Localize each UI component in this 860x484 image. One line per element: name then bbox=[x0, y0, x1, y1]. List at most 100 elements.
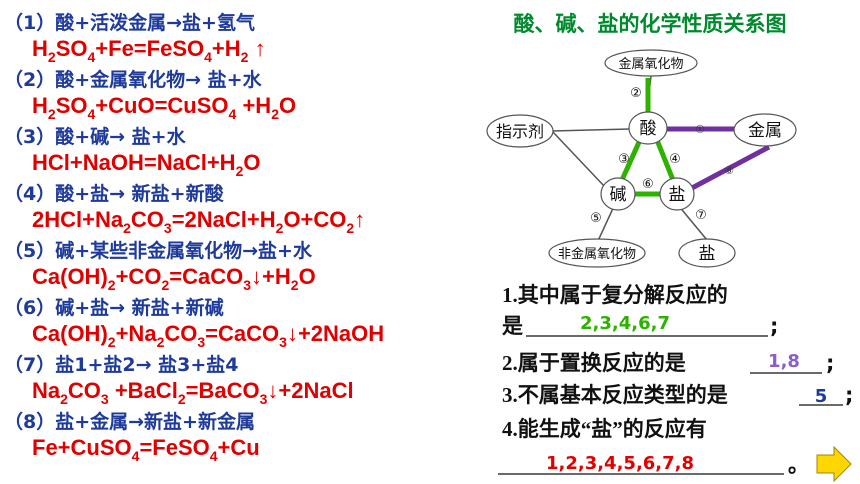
equation-part: +H bbox=[212, 36, 241, 61]
next-arrow-icon[interactable] bbox=[816, 445, 852, 483]
edge-indicator-base bbox=[551, 130, 606, 188]
equation-part: O bbox=[299, 264, 316, 289]
equation-part: Ca(OH) bbox=[32, 264, 108, 289]
q3-answer: 5 bbox=[815, 386, 828, 407]
equation-subscript: 2 bbox=[276, 220, 284, 236]
equation-part: ↑ bbox=[248, 36, 265, 61]
node-nonmetal-oxide-label: 非金属氧化物 bbox=[558, 246, 636, 262]
reaction-label-1: （1）酸+活泼金属→盐+氢气 bbox=[4, 11, 255, 34]
equation-subscript: 4 bbox=[87, 49, 95, 65]
q2-end: ; bbox=[826, 351, 834, 375]
edge-salt-salt bbox=[677, 204, 708, 241]
equation-subscript: 4 bbox=[87, 106, 95, 122]
reaction-equation-5: Ca(OH)2+CO2=CaCO3↓+H2O bbox=[32, 264, 316, 293]
relationship-diagram: 金属氧化物 指示剂 酸 金属 碱 盐 非金属氧化物 盐 ② ① ③ ④ ⑥ ⑧ … bbox=[486, 49, 797, 268]
node-base-label: 碱 bbox=[610, 185, 627, 205]
equation-subscript: 4 bbox=[132, 448, 140, 464]
edge-label-8: ⑧ bbox=[724, 164, 734, 177]
equation-part: +CO bbox=[116, 264, 162, 289]
edge-salt-metal bbox=[690, 144, 771, 191]
q2-text: 2.属于置换反应的是 bbox=[502, 351, 686, 375]
node-salt bbox=[659, 177, 695, 211]
equation-part: CO bbox=[68, 378, 101, 403]
node-base bbox=[600, 177, 636, 211]
q4-text: 4.能生成“盐”的反应有 bbox=[502, 417, 707, 441]
reaction-equation-6: Ca(OH)2+Na2CO3=CaCO3↓+2NaOH bbox=[32, 321, 384, 350]
equation-subscript: 3 bbox=[164, 220, 172, 236]
equation-part: ↓+H bbox=[251, 264, 291, 289]
node-metal-oxide-label: 金属氧化物 bbox=[618, 56, 683, 72]
equation-part: Ca(OH) bbox=[32, 321, 108, 346]
edge-label-5: ⑤ bbox=[590, 211, 602, 226]
equation-part: SO bbox=[56, 36, 88, 61]
reaction-label-2: （2）酸+金属氧化物→ 盐+水 bbox=[4, 68, 263, 91]
equation-part: =FeSO bbox=[139, 435, 209, 460]
equation-part: Fe+CuSO bbox=[32, 435, 132, 460]
node-acid-label: 酸 bbox=[640, 119, 657, 139]
edge-base-nonmetal-oxide bbox=[596, 203, 616, 244]
equation-part: O bbox=[243, 150, 260, 175]
node-salt-bottom-label: 盐 bbox=[699, 244, 716, 264]
equation-subscript: 2 bbox=[157, 334, 165, 350]
equation-subscript: 2 bbox=[346, 220, 354, 236]
equation-subscript: 4 bbox=[210, 448, 218, 464]
equation-part: +Fe=FeSO bbox=[95, 36, 204, 61]
q1-answer: 2,3,4,6,7 bbox=[580, 313, 670, 334]
reaction-equation-4: 2HCl+Na2CO3=2NaCl+H2O+CO2↑ bbox=[32, 207, 365, 236]
equation-subscript: 2 bbox=[60, 391, 68, 407]
q1-prefix: 是 bbox=[502, 314, 523, 338]
equation-part: +Na bbox=[116, 321, 158, 346]
edge-acid-salt bbox=[654, 139, 676, 181]
equation-part: O+CO bbox=[283, 207, 346, 232]
equation-subscript: 4 bbox=[229, 106, 237, 122]
equation-subscript: 2 bbox=[178, 391, 186, 407]
equation-part: +Cu bbox=[218, 435, 260, 460]
node-salt-bottom bbox=[678, 238, 736, 268]
equation-part: +BaCl bbox=[109, 378, 178, 403]
equation-part: +H bbox=[236, 93, 271, 118]
equation-subscript: 2 bbox=[123, 220, 131, 236]
q1-end: ; bbox=[770, 314, 778, 338]
equation-part: H bbox=[32, 93, 48, 118]
q2-answer: 1,8 bbox=[768, 351, 800, 372]
equation-subscript: 3 bbox=[243, 277, 251, 293]
node-metal bbox=[733, 113, 797, 147]
reaction-label-4: （4）酸+盐→ 新盐+新酸 bbox=[4, 182, 225, 205]
edge-label-1: ① bbox=[695, 123, 705, 136]
equation-part: HCl+NaOH=NaCl+H bbox=[32, 150, 236, 175]
reaction-label-5: （5）碱+某些非金属氧化物→盐+水 bbox=[4, 239, 313, 262]
equation-part: O bbox=[279, 93, 296, 118]
node-metal-oxide bbox=[604, 49, 698, 77]
q4-end: 。 bbox=[788, 453, 809, 477]
node-salt-label: 盐 bbox=[669, 185, 686, 205]
reaction-label-8: （8）盐+金属→新盐+新金属 bbox=[4, 410, 255, 433]
equation-part: H bbox=[32, 36, 48, 61]
q3-end: ; bbox=[845, 383, 853, 407]
equation-subscript: 3 bbox=[197, 334, 205, 350]
equation-part: ↑ bbox=[354, 207, 365, 232]
equation-subscript: 2 bbox=[161, 277, 169, 293]
reaction-equation-2: H2SO4+CuO=CuSO4 +H2O bbox=[32, 93, 296, 122]
reaction-equation-8: Fe+CuSO4=FeSO4+Cu bbox=[32, 435, 260, 464]
edge-label-7: ⑦ bbox=[695, 208, 707, 223]
reaction-equation-3: HCl+NaOH=NaCl+H2O bbox=[32, 150, 261, 179]
equation-subscript: 2 bbox=[108, 277, 116, 293]
equation-subscript: 3 bbox=[101, 391, 109, 407]
q3-text: 3.不属基本反应类型的是 bbox=[502, 383, 728, 407]
equation-part: =CaCO bbox=[205, 321, 279, 346]
equation-subscript: 4 bbox=[204, 49, 212, 65]
edge-label-4: ④ bbox=[669, 152, 681, 167]
equation-part: =CaCO bbox=[169, 264, 243, 289]
diagram-title: 酸、碱、盐的化学性质关系图 bbox=[514, 12, 787, 36]
node-nonmetal-oxide bbox=[548, 238, 646, 268]
reaction-equation-7: Na2CO3 +BaCl2=BaCO3↓+2NaCl bbox=[32, 378, 354, 407]
q4-answer: 1,2,3,4,5,6,7,8 bbox=[546, 453, 694, 474]
equation-subscript: 2 bbox=[236, 163, 244, 179]
equation-part: 2HCl+Na bbox=[32, 207, 124, 232]
edge-indicator-acid bbox=[551, 128, 631, 132]
equation-part: +CuO=CuSO bbox=[95, 93, 228, 118]
reaction-label-7: （7）盐1+盐2→ 盐3+盐4 bbox=[4, 353, 238, 376]
equation-part: SO bbox=[56, 93, 88, 118]
equation-part: CO bbox=[131, 207, 164, 232]
